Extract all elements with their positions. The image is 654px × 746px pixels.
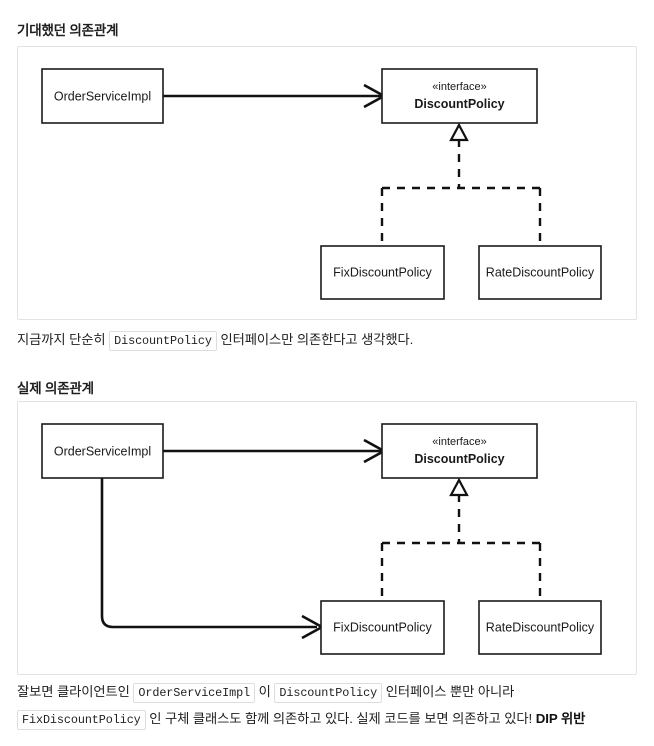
- code-fixdiscountpolicy: FixDiscountPolicy: [17, 710, 146, 730]
- uml-box-ratediscountpolicy: RateDiscountPolicy: [478, 245, 602, 300]
- caption-actual-emphasis-dip: DIP 위반: [535, 711, 586, 726]
- uml-box-ratediscountpolicy: RateDiscountPolicy: [478, 600, 602, 655]
- caption-expected: 지금까지 단순히 DiscountPolicy 인터페이스만 의존한다고 생각했…: [17, 327, 647, 354]
- uml-box-discountpolicy: «interface» DiscountPolicy: [381, 423, 538, 479]
- relation-client-to-interface: [163, 438, 387, 464]
- uml-box-fixdiscountpolicy: FixDiscountPolicy: [320, 600, 445, 655]
- code-discountpolicy: DiscountPolicy: [109, 331, 217, 351]
- caption-actual-text-4: 인 구체 클래스도 함께 의존하고 있다. 실제 코드를 보면 의존하고 있다!: [145, 711, 536, 726]
- uml-box-label-fix: FixDiscountPolicy: [333, 265, 432, 279]
- relation-realization-tree: [380, 122, 542, 246]
- generalization-triangle-icon: [449, 477, 469, 497]
- diagram-frame-expected: OrderServiceImpl «interface» DiscountPol…: [17, 46, 637, 320]
- uml-box-orderserviceimpl: OrderServiceImpl: [41, 68, 164, 124]
- uml-box-label-client: OrderServiceImpl: [54, 89, 151, 103]
- uml-box-label-client: OrderServiceImpl: [54, 444, 151, 458]
- code-orderserviceimpl: OrderServiceImpl: [133, 683, 256, 703]
- section-heading-actual: 실제 의존관계: [17, 381, 94, 396]
- uml-diagram-expected: OrderServiceImpl «interface» DiscountPol…: [41, 68, 602, 300]
- relation-client-to-fix: [100, 478, 325, 640]
- uml-diagram-actual: OrderServiceImpl «interface» DiscountPol…: [41, 423, 602, 655]
- caption-actual-text-3: 인터페이스 뿐만 아니라: [382, 684, 515, 699]
- caption-actual-text-1: 잘보면 클라이언트인: [17, 684, 134, 699]
- uml-box-label-interface: DiscountPolicy: [414, 452, 504, 466]
- uml-box-label-rate: RateDiscountPolicy: [486, 265, 595, 279]
- section-heading-expected: 기대했던 의존관계: [17, 23, 119, 38]
- uml-box-stereotype-interface: «interface»: [432, 436, 486, 448]
- caption-actual-text-2: 이: [255, 684, 275, 699]
- uml-box-fixdiscountpolicy: FixDiscountPolicy: [320, 245, 445, 300]
- uml-box-label-interface: DiscountPolicy: [414, 97, 504, 111]
- uml-box-label-rate: RateDiscountPolicy: [486, 620, 595, 634]
- uml-box-discountpolicy: «interface» DiscountPolicy: [381, 68, 538, 124]
- code-discountpolicy: DiscountPolicy: [274, 683, 383, 703]
- relation-realization-tree: [380, 477, 542, 601]
- relation-client-to-interface: [163, 83, 387, 109]
- diagram-frame-actual: OrderServiceImpl «interface» DiscountPol…: [17, 401, 637, 675]
- generalization-triangle-icon: [449, 122, 469, 142]
- uml-box-orderserviceimpl: OrderServiceImpl: [41, 423, 164, 479]
- uml-box-stereotype-interface: «interface»: [432, 81, 486, 93]
- caption-actual: 잘보면 클라이언트인 OrderServiceImpl 이 DiscountPo…: [17, 679, 647, 733]
- uml-box-label-fix: FixDiscountPolicy: [333, 620, 432, 634]
- caption-expected-text-1: 지금까지 단순히: [17, 332, 110, 347]
- caption-expected-text-2: 인터페이스만 의존한다고 생각했다.: [216, 332, 414, 347]
